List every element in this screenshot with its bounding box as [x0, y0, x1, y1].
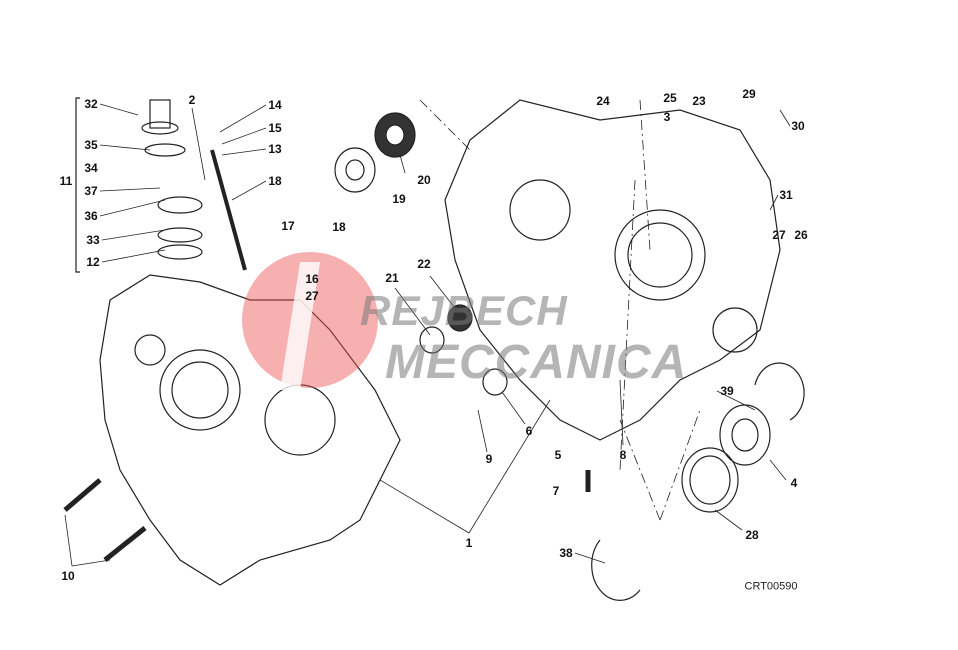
callout-18: 18: [268, 174, 282, 188]
callout-22: 22: [417, 257, 431, 271]
callout-23: 23: [692, 94, 706, 108]
callout-27: 27: [772, 228, 786, 242]
callout-27: 27: [305, 289, 319, 303]
group-bracket: [75, 97, 80, 273]
callout-25: 25: [663, 91, 677, 105]
callout-10: 10: [61, 569, 75, 583]
watermark-text-2: MECCANICA: [385, 336, 688, 389]
callout-20: 20: [417, 173, 431, 187]
callout-19: 19: [392, 192, 406, 206]
callout-32: 32: [84, 97, 98, 111]
callout-28: 28: [745, 528, 759, 542]
callout-14: 14: [268, 98, 282, 112]
left-crankcase: [99, 274, 401, 586]
callout-11: 11: [59, 174, 73, 188]
watermark-logo: [242, 252, 378, 390]
callout-18: 18: [332, 220, 346, 234]
callout-3: 3: [663, 110, 671, 124]
callout-5: 5: [554, 448, 562, 462]
callout-26: 26: [794, 228, 808, 242]
callout-31: 31: [779, 188, 793, 202]
callout-35: 35: [84, 138, 98, 152]
callout-16: 16: [305, 272, 319, 286]
callout-12: 12: [86, 255, 100, 269]
callout-34: 34: [84, 161, 98, 175]
callout-30: 30: [791, 119, 805, 133]
callout-7: 7: [552, 484, 560, 498]
callout-6: 6: [525, 424, 533, 438]
callout-36: 36: [84, 209, 98, 223]
callout-33: 33: [86, 233, 100, 247]
callout-38: 38: [559, 546, 573, 560]
callout-24: 24: [596, 94, 610, 108]
callout-21: 21: [385, 271, 399, 285]
callout-1: 1: [465, 536, 473, 550]
callout-37: 37: [84, 184, 98, 198]
callout-8: 8: [619, 448, 627, 462]
callout-2: 2: [188, 93, 196, 107]
callout-29: 29: [742, 87, 756, 101]
callout-4: 4: [790, 476, 798, 490]
right-crankcase: [444, 99, 781, 441]
callout-9: 9: [485, 452, 493, 466]
drawing-code: CRT00590: [744, 580, 798, 593]
callout-39: 39: [720, 384, 734, 398]
watermark-text: REJBECH: [360, 287, 568, 334]
callout-13: 13: [268, 142, 282, 156]
callout-17: 17: [281, 219, 295, 233]
callout-15: 15: [268, 121, 282, 135]
